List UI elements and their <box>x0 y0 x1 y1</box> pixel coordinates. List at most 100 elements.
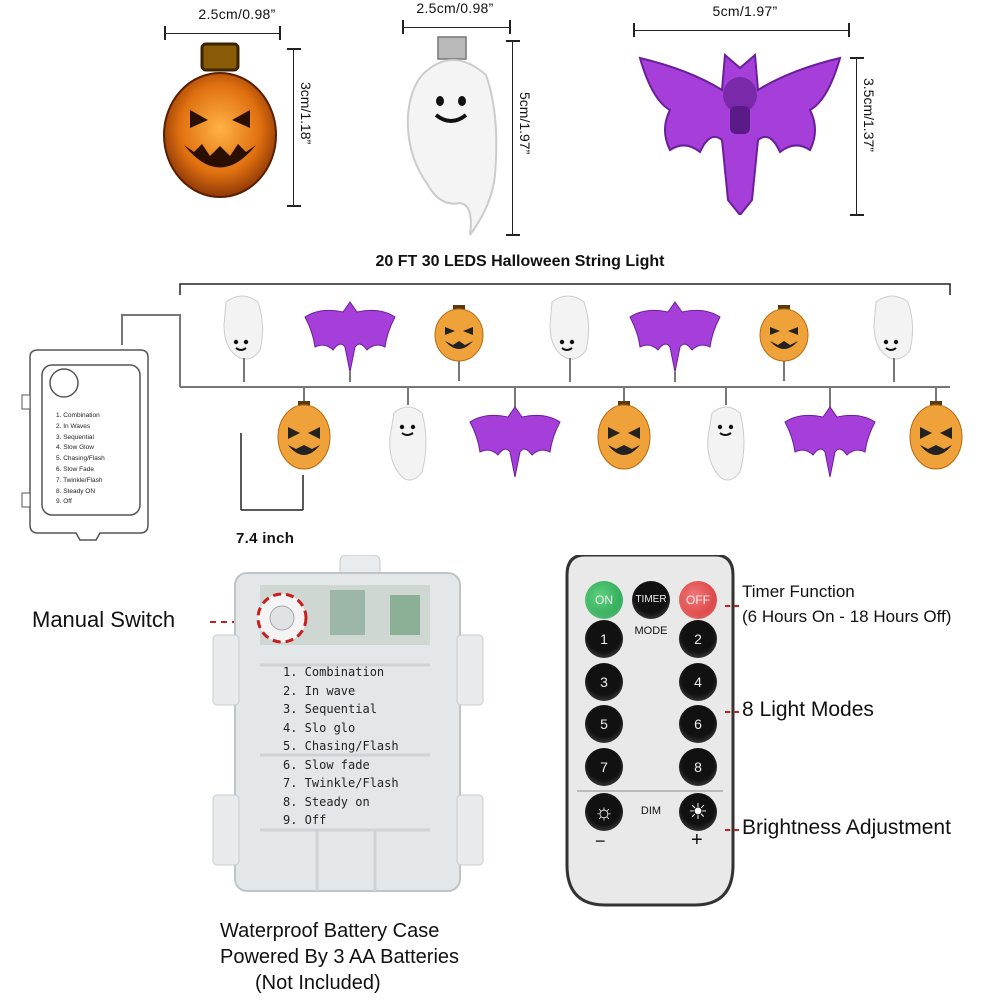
ghost-height-label: 5cm/1.97” <box>517 92 533 155</box>
remote-mode-4-button[interactable]: 4 <box>679 663 717 701</box>
timer-callout <box>725 605 739 607</box>
bat-width-cap-right <box>848 23 850 37</box>
string-light-diagram <box>121 283 951 511</box>
small-case-mode: 5. Chasing/Flash <box>56 455 105 463</box>
small-case-mode: 6. Slow Fade <box>56 465 94 473</box>
light-modes-label: 8 Light Modes <box>742 698 874 721</box>
ghost-width-rule <box>402 27 510 28</box>
ghost-icon <box>406 36 498 236</box>
small-case-mode: 2. In Waves <box>56 422 91 430</box>
ghost-width-cap-right <box>509 20 511 34</box>
pumpkin-icon <box>277 387 331 470</box>
remote-mode-3-button[interactable]: 3 <box>585 663 623 701</box>
ghost-icon <box>549 295 590 382</box>
remote-mode-6-button[interactable]: 6 <box>679 705 717 743</box>
ghost-icon <box>389 387 427 481</box>
pumpkin-height-cap-bottom <box>287 205 301 207</box>
case-mode: 8. Steady on <box>283 794 370 809</box>
pumpkin-icon <box>759 305 809 381</box>
caption-line-3: (Not Included) <box>255 972 381 994</box>
caption-line-2: Powered By 3 AA Batteries <box>220 946 460 968</box>
ghost-height-cap-top <box>506 40 520 42</box>
pumpkin-icon <box>909 387 963 470</box>
case-mode: 7. Twinkle/Flash <box>283 776 399 790</box>
remote-dim-up-button[interactable]: ☀ <box>679 793 717 831</box>
case-mode: 4. Slo glo <box>283 720 356 735</box>
ghost-width-cap-left <box>402 20 404 34</box>
bat-height-cap-top <box>850 57 864 59</box>
timer-function-title: Timer Function <box>742 582 855 601</box>
bat-icon <box>629 301 721 382</box>
ghost-icon <box>707 387 745 481</box>
remote-mode-5-button[interactable]: 5 <box>585 705 623 743</box>
remote-timer-button[interactable]: TIMER <box>632 581 670 619</box>
bat-height-cap-bottom <box>850 214 864 216</box>
remote-dim-label: DIM <box>640 805 662 817</box>
case-mode: 9. Off <box>283 813 327 827</box>
ghost-icon <box>223 295 264 382</box>
sun-icon: ☼ <box>593 799 615 824</box>
bat-width-rule <box>633 30 849 31</box>
small-case-mode: 3. Sequential <box>56 433 94 441</box>
pumpkin-icon <box>163 42 277 198</box>
manual-switch-label: Manual Switch <box>32 607 176 632</box>
small-case-mode: 9. Off <box>56 498 72 506</box>
bat-height-rule <box>856 57 857 215</box>
bat-icon <box>304 301 396 382</box>
small-case-mode: 1. Combination <box>56 412 100 419</box>
remote-mode-1-button[interactable]: 1 <box>585 620 623 658</box>
case-mode: 6. Slow fade <box>283 757 370 772</box>
light-row-top <box>223 295 914 382</box>
pumpkin-width-rule <box>164 33 280 34</box>
case-mode: 1. Combination <box>283 665 385 679</box>
battery-case-mode-list: 1. Combination 2. In wave 3. Sequential … <box>283 663 399 830</box>
battery-case-body <box>212 555 484 892</box>
sun-icon: ☀ <box>688 799 708 824</box>
ghost-height-rule <box>512 40 513 235</box>
pumpkin-dimension-group: 2.5cm/0.98” 3cm/1.18” <box>160 0 320 215</box>
remote-mode-label: MODE <box>634 625 668 637</box>
remote-icon: ON TIMER OFF MODE 1 2 3 4 5 6 7 8 ☼ ☀ DI… <box>565 555 735 910</box>
pumpkin-width-cap-right <box>279 26 281 40</box>
modes-callout <box>725 711 739 713</box>
pumpkin-height-rule <box>293 48 294 206</box>
ghost-width-label: 2.5cm/0.98” <box>416 0 494 16</box>
light-row-bottom <box>277 387 963 481</box>
small-case-mode: 4. Slow Glow <box>56 444 94 452</box>
small-case-mode-list: 1. Combination 2. In Waves 3. Sequential… <box>56 411 105 508</box>
remote-plus-label: + <box>691 829 703 851</box>
remote-mode-2-button[interactable]: 2 <box>679 620 717 658</box>
brightness-label: Brightness Adjustment <box>742 816 951 839</box>
ghost-height-cap-bottom <box>506 234 520 236</box>
bat-icon <box>638 52 842 215</box>
bat-width-label: 5cm/1.97” <box>712 3 778 19</box>
bat-dimension-group: 5cm/1.97” 3.5cm/1.37” <box>625 0 885 220</box>
battery-case-outline <box>21 349 149 541</box>
battery-case-caption: Waterproof Battery Case Powered By 3 AA … <box>200 918 520 996</box>
remote-mode-7-button[interactable]: 7 <box>585 748 623 786</box>
bat-icon <box>784 387 876 478</box>
remote-mode-8-button[interactable]: 8 <box>679 748 717 786</box>
bat-width-cap-left <box>633 23 635 37</box>
remote-off-button[interactable]: OFF <box>679 581 717 619</box>
ghost-icon <box>873 295 914 382</box>
pumpkin-height-cap-top <box>287 48 301 50</box>
pumpkin-height-label: 3cm/1.18” <box>298 82 314 145</box>
case-mode: 3. Sequential <box>283 702 377 716</box>
pumpkin-width-cap-left <box>164 26 166 40</box>
pumpkin-icon <box>597 387 651 470</box>
bat-height-label: 3.5cm/1.37” <box>861 78 877 152</box>
small-case-mode: 8. Steady ON <box>56 487 96 495</box>
small-case-mode: 7. Twinkle/Flash <box>56 476 103 484</box>
spacing-label: 7.4 inch <box>236 530 295 547</box>
caption-line-1: Waterproof Battery Case <box>220 920 440 942</box>
pumpkin-width-label: 2.5cm/0.98” <box>198 6 276 22</box>
remote-minus-label: − <box>595 831 606 851</box>
case-mode: 2. In wave <box>283 683 356 698</box>
brightness-callout <box>725 829 739 831</box>
small-battery-case-icon: 1. Combination 2. In Waves 3. Sequential… <box>20 345 155 545</box>
remote-on-button[interactable]: ON <box>585 581 623 619</box>
ghost-dimension-group: 2.5cm/0.98” 5cm/1.97” <box>395 0 555 240</box>
remote-dim-down-button[interactable]: ☼ <box>585 793 623 831</box>
battery-case-icon: 1. Combination 2. In wave 3. Sequential … <box>205 555 485 895</box>
